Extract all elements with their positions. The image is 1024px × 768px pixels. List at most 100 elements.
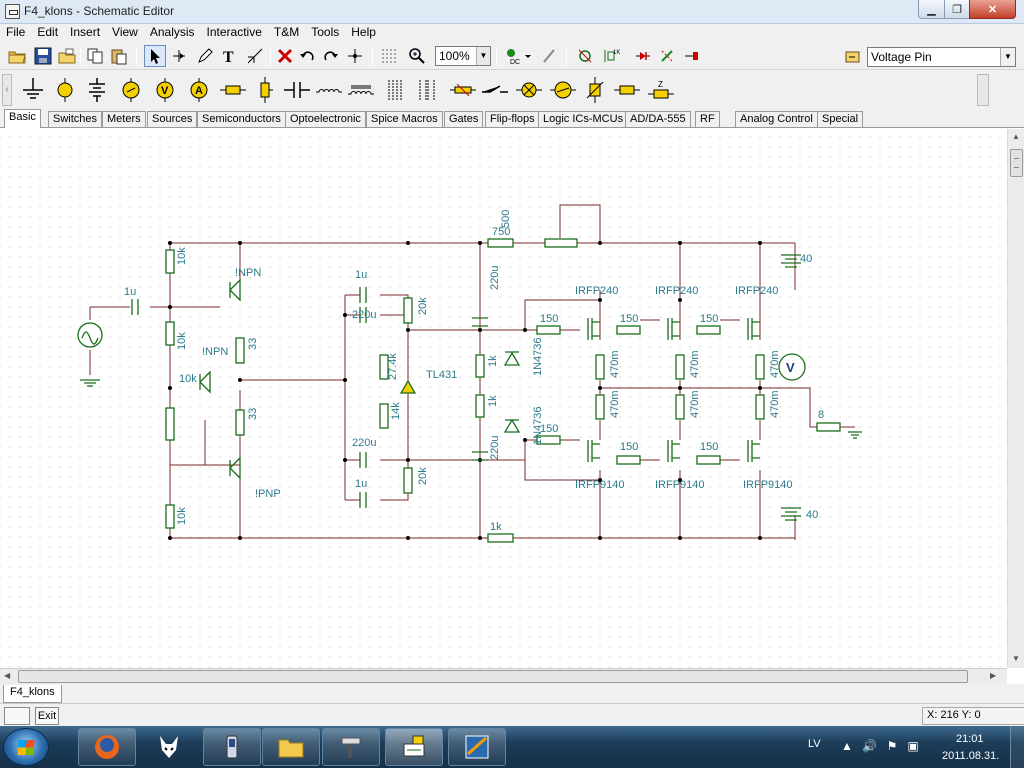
tab-switches[interactable]: Switches: [48, 111, 103, 127]
menu-file[interactable]: File: [6, 25, 26, 39]
resistor-icon[interactable]: [218, 75, 248, 105]
scroll-left-button[interactable]: ‹: [2, 74, 12, 106]
tina-app-icon[interactable]: [385, 728, 443, 766]
language-indicator[interactable]: LV: [808, 738, 821, 750]
probe-icon[interactable]: [538, 45, 560, 67]
volume-icon[interactable]: 🔊: [862, 739, 877, 753]
diode-flip-icon[interactable]: [632, 45, 654, 67]
tab-flip-flops[interactable]: Flip-flops: [485, 111, 540, 127]
tab-semiconductors[interactable]: Semiconductors: [197, 111, 286, 127]
crystal-icon[interactable]: [448, 75, 478, 105]
explorer-icon[interactable]: [262, 728, 320, 766]
menu-help[interactable]: Help: [351, 25, 376, 39]
tab-sources[interactable]: Sources: [147, 111, 198, 127]
property-icon[interactable]: 1K: [600, 45, 622, 67]
menu-view[interactable]: View: [112, 25, 138, 39]
scroll-right-icon[interactable]: ▶: [990, 671, 997, 680]
tab-meters[interactable]: Meters: [102, 111, 146, 127]
impedance-icon[interactable]: Z: [646, 75, 676, 105]
vertical-scroll-thumb[interactable]: [1010, 149, 1023, 177]
scroll-right-button[interactable]: [977, 74, 989, 106]
maximize-button[interactable]: ❐: [944, 0, 970, 19]
firefox-icon[interactable]: [78, 728, 136, 766]
clock-date[interactable]: 2011.08.31.: [942, 750, 1000, 762]
menu-analysis[interactable]: Analysis: [149, 25, 195, 39]
close-button[interactable]: ✕: [969, 0, 1016, 19]
inductor-icon[interactable]: [314, 75, 344, 105]
wire-pointer-icon[interactable]: [168, 45, 190, 67]
tab-basic[interactable]: Basic: [4, 109, 41, 128]
scroll-up-icon[interactable]: ▲: [1012, 132, 1020, 141]
potentiometer-icon[interactable]: [250, 75, 280, 105]
tab-special[interactable]: Special: [817, 111, 864, 127]
mirror-icon[interactable]: [680, 45, 702, 67]
text-tool-icon[interactable]: T: [218, 45, 240, 67]
meter-icon[interactable]: [548, 75, 578, 105]
component-replace-icon[interactable]: [574, 45, 596, 67]
transformer-icon[interactable]: [380, 75, 410, 105]
menu-interactive[interactable]: Interactive: [206, 25, 262, 39]
grid-toggle-icon[interactable]: [378, 45, 400, 67]
menu-tools[interactable]: Tools: [311, 25, 340, 39]
zoom-select[interactable]: 100%▼: [435, 46, 491, 66]
chevron-down-icon[interactable]: ▼: [476, 47, 490, 65]
app-fox-icon[interactable]: [140, 728, 198, 766]
pencil-icon[interactable]: [194, 45, 216, 67]
ammeter-icon[interactable]: A: [184, 75, 214, 105]
pin-tool-icon[interactable]: [842, 46, 864, 68]
open-file-icon[interactable]: [56, 45, 78, 67]
tab-spice-macros[interactable]: Spice Macros: [366, 111, 443, 127]
chevron-down-icon[interactable]: ▼: [1000, 48, 1015, 66]
fuse-icon[interactable]: [612, 75, 642, 105]
select-pointer-icon[interactable]: [144, 45, 166, 67]
lamp-icon[interactable]: [514, 75, 544, 105]
varistor-icon[interactable]: [580, 75, 610, 105]
ground-icon[interactable]: [18, 75, 48, 105]
tab-logic-ics[interactable]: Logic ICs-MCUs: [538, 111, 629, 127]
dc-analysis-icon[interactable]: DC: [502, 45, 524, 67]
redo-icon[interactable]: [320, 45, 342, 67]
phone-app-icon[interactable]: [203, 728, 261, 766]
transformer-ct-icon[interactable]: [412, 75, 442, 105]
voltage-pin-icon[interactable]: [50, 75, 80, 105]
flag-icon[interactable]: ⚑: [886, 739, 898, 753]
pin-type-select[interactable]: Voltage Pin▼: [867, 47, 1016, 67]
tab-ad-da[interactable]: AD/DA-555: [625, 111, 691, 127]
clock-time[interactable]: 21:01: [956, 733, 984, 745]
horizontal-scrollbar[interactable]: ◀ ▶: [0, 668, 1007, 684]
scroll-down-icon[interactable]: ▼: [1012, 654, 1020, 663]
save-icon[interactable]: [32, 45, 54, 67]
tab-analog-control[interactable]: Analog Control: [735, 111, 818, 127]
switch-icon[interactable]: [480, 75, 510, 105]
tab-rf[interactable]: RF: [695, 111, 720, 127]
horizontal-scroll-thumb[interactable]: [18, 670, 968, 683]
undo-icon[interactable]: [296, 45, 318, 67]
vertical-scrollbar[interactable]: ▲ ▼: [1007, 129, 1024, 668]
tools-app-icon[interactable]: [322, 728, 380, 766]
graph-app-icon[interactable]: [448, 728, 506, 766]
capacitor-icon[interactable]: [282, 75, 312, 105]
voltage-source-icon[interactable]: [116, 75, 146, 105]
zoom-icon[interactable]: [406, 45, 428, 67]
minimize-button[interactable]: ▁: [918, 0, 945, 19]
inductor-core-icon[interactable]: [346, 75, 376, 105]
battery-icon[interactable]: [82, 75, 112, 105]
scroll-left-icon[interactable]: ◀: [4, 671, 11, 680]
open-folder-icon[interactable]: [6, 45, 28, 67]
tab-optoelectronic[interactable]: Optoelectronic: [285, 111, 366, 127]
status-icon[interactable]: [4, 707, 30, 725]
voltmeter-icon[interactable]: V: [150, 75, 180, 105]
start-button[interactable]: [3, 728, 49, 766]
tab-document[interactable]: F4_klons: [3, 685, 62, 703]
delete-icon[interactable]: [274, 45, 296, 67]
menu-insert[interactable]: Insert: [70, 25, 101, 39]
menu-tm[interactable]: T&M: [273, 25, 300, 39]
show-desktop-button[interactable]: [1010, 726, 1024, 768]
menu-edit[interactable]: Edit: [37, 25, 59, 39]
network-icon[interactable]: ▣: [907, 739, 919, 753]
chevron-down-icon[interactable]: [522, 45, 534, 67]
junction-icon[interactable]: [344, 45, 366, 67]
rotate-icon[interactable]: [656, 45, 678, 67]
schematic-canvas[interactable]: 1u 10k 10k 10k 10k !NPN !NPN !PNP 33 33 …: [0, 129, 1007, 668]
paste-icon[interactable]: [108, 45, 130, 67]
